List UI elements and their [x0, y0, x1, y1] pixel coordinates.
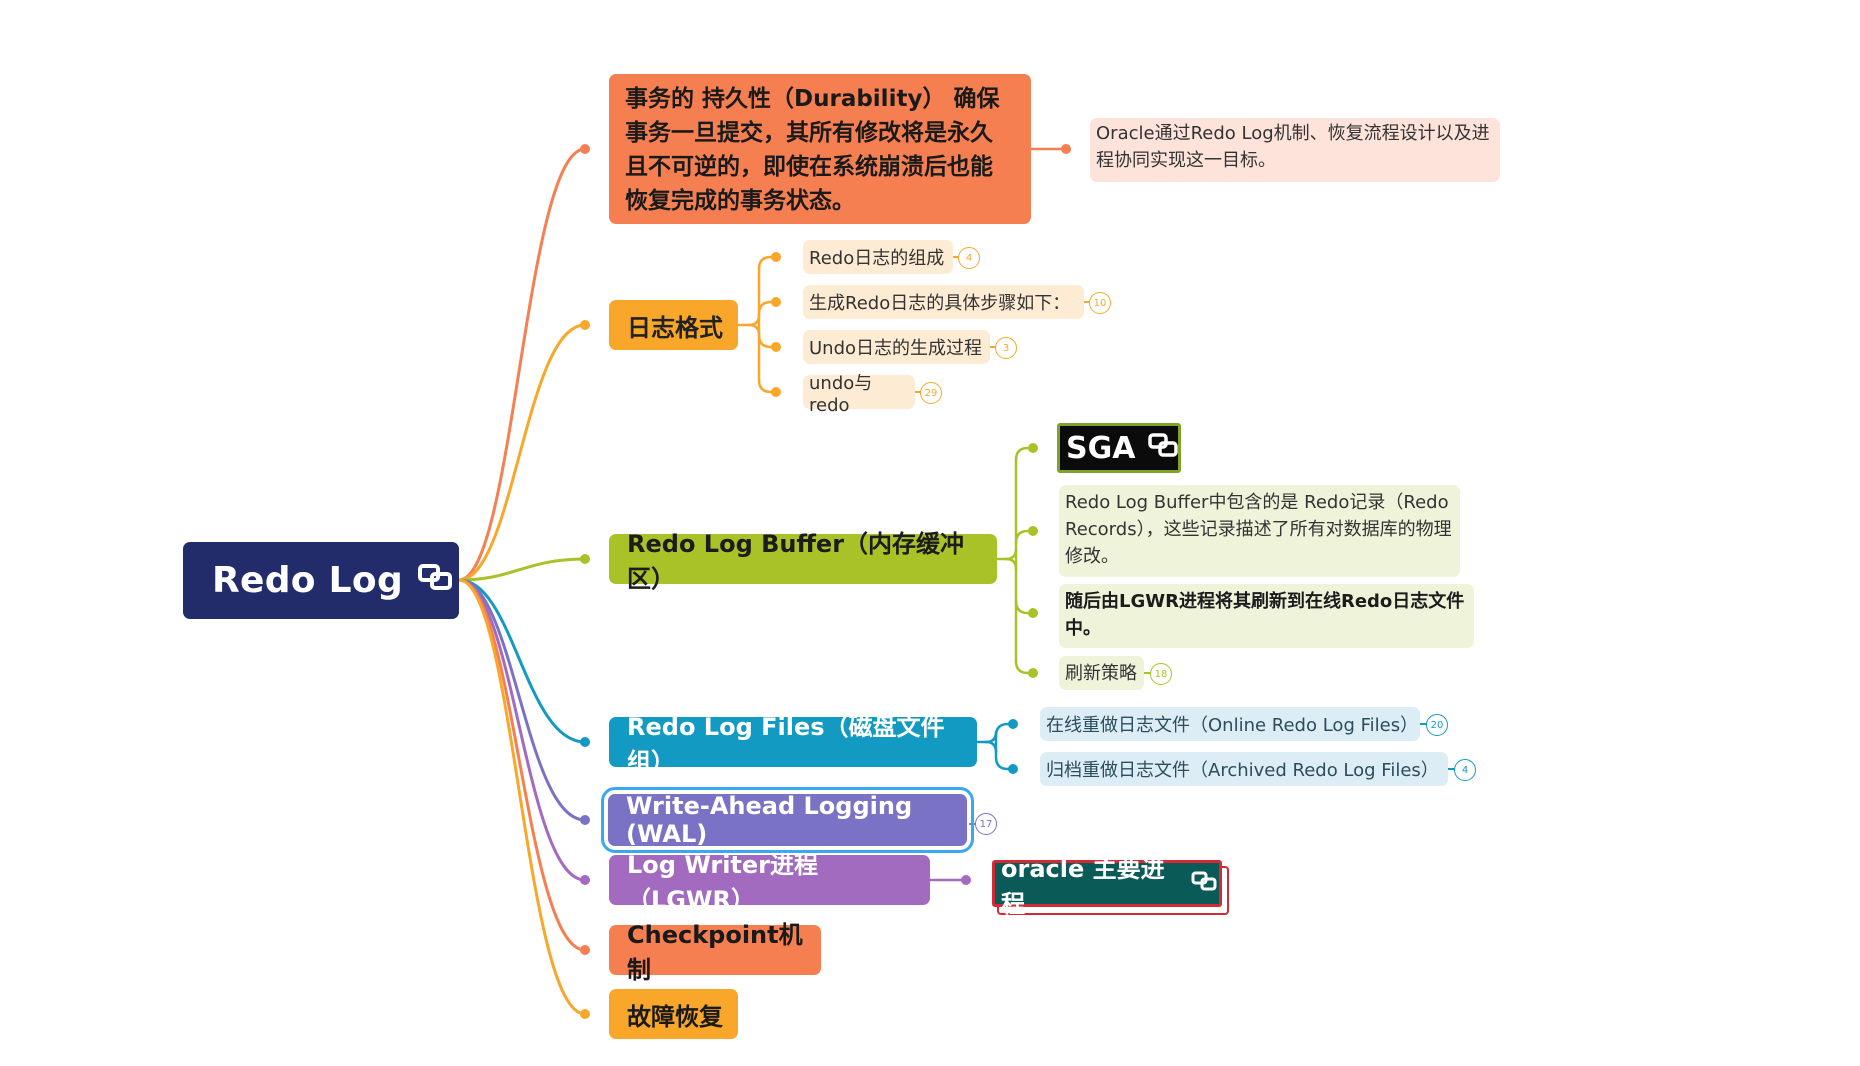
connector [994, 755, 1015, 771]
root-label: Redo Log [212, 560, 404, 601]
branch-checkpoint-label: Checkpoint机制 [627, 921, 803, 984]
connector-dot [771, 252, 781, 262]
connector-dot [580, 320, 590, 330]
branch-fault-recovery[interactable]: 故障恢复 [609, 989, 738, 1039]
link-icon[interactable] [1147, 431, 1181, 466]
connector-dot [580, 144, 590, 154]
connector [1014, 446, 1035, 462]
branch-log-format-label: 日志格式 [627, 313, 723, 342]
child-count-badge[interactable]: 18 [1150, 663, 1172, 685]
connector [1014, 599, 1035, 615]
root-branch-connector [457, 578, 587, 1016]
leaf-label: oracle 主要进程 [1001, 854, 1165, 918]
link-icon[interactable] [1191, 870, 1219, 898]
connector [747, 323, 761, 337]
branch-redo-log-files-label: Redo Log Files（磁盘文件组） [627, 713, 945, 776]
branch-redo-log-files[interactable]: Redo Log Files（磁盘文件组） [609, 713, 977, 776]
branch-durability[interactable]: 事务的 持久性（Durability） 确保事务一旦提交，其所有修改将是永久且不… [609, 74, 1031, 224]
connector-dot [580, 875, 590, 885]
child-count-badge[interactable]: 20 [1426, 714, 1448, 736]
connector-dot [580, 554, 590, 564]
child-count-badge[interactable]: 4 [958, 247, 980, 269]
branch-redo-log-buffer[interactable]: Redo Log Buffer（内存缓冲区） [609, 530, 997, 593]
connector-dot [580, 945, 590, 955]
branch-checkpoint[interactable]: Checkpoint机制 [609, 921, 821, 984]
connector [757, 255, 778, 271]
leaf-label: 在线重做日志文件（Online Redo Log Files） [1046, 715, 1419, 736]
connector [757, 300, 778, 316]
connector-dot [771, 387, 781, 397]
branch-recovery-label: 故障恢复 [627, 1002, 723, 1031]
connector-dot [1008, 764, 1018, 774]
branch-redo-log-buffer-label: Redo Log Buffer（内存缓冲区） [627, 530, 965, 593]
root-branch-connector [457, 578, 587, 952]
leaf-lgwr-flush[interactable]: 随后由LGWR进程将其刷新到在线Redo日志文件中。 [1059, 584, 1474, 648]
leaf-undo-generation[interactable]: Undo日志的生成过程 [803, 330, 990, 364]
child-count-badge[interactable]: 17 [975, 813, 997, 835]
connector-dot [580, 1009, 590, 1019]
connector-dot [1028, 668, 1038, 678]
connector-dot [1028, 526, 1038, 536]
connector [757, 333, 778, 349]
leaf-sga[interactable]: SGA [1057, 423, 1181, 473]
leaf-archived-redo-log-files[interactable]: 归档重做日志文件（Archived Redo Log Files） [1040, 752, 1448, 786]
child-count-badge[interactable]: 29 [920, 382, 942, 404]
leaf-oracle-redo-note[interactable]: Oracle通过Redo Log机制、恢复流程设计以及进程协同实现这一目标。 [1090, 118, 1500, 182]
root-branch-connector [457, 147, 587, 582]
leaf-label: 归档重做日志文件（Archived Redo Log Files） [1046, 760, 1439, 781]
root-branch-connector [457, 578, 587, 744]
connector [1014, 659, 1035, 675]
child-count-badge[interactable]: 4 [1454, 759, 1476, 781]
connector-dot [1008, 719, 1018, 729]
connector [1014, 529, 1035, 545]
leaf-online-redo-log-files[interactable]: 在线重做日志文件（Online Redo Log Files） [1040, 707, 1420, 741]
leaf-redo-records-desc[interactable]: Redo Log Buffer中包含的是 Redo记录（Redo Records… [1059, 485, 1460, 577]
leaf-label: Redo Log Buffer中包含的是 Redo记录（Redo Records… [1065, 492, 1452, 567]
leaf-label: Oracle通过Redo Log机制、恢复流程设计以及进程协同实现这一目标。 [1096, 123, 1490, 171]
root-branch-connector [457, 323, 587, 582]
root-branch-connector [457, 557, 587, 582]
leaf-flush-strategy[interactable]: 刷新策略 [1059, 656, 1144, 690]
link-icon[interactable] [417, 560, 455, 601]
leaf-undo-and-redo[interactable]: undo与redo [803, 373, 915, 416]
leaf-label: 随后由LGWR进程将其刷新到在线Redo日志文件中。 [1065, 591, 1465, 639]
connector [1004, 557, 1018, 571]
leaf-label: 刷新策略 [1065, 662, 1137, 684]
child-count-badge[interactable]: 10 [1089, 292, 1111, 314]
connector-dot [771, 342, 781, 352]
branch-log-writer-lgwr[interactable]: Log Writer进程（LGWR） [609, 851, 930, 914]
child-count-badge[interactable]: 3 [995, 337, 1017, 359]
connector [1004, 547, 1018, 561]
connector-dot [1028, 608, 1038, 618]
root-topic-redo-log[interactable]: Redo Log [183, 542, 459, 619]
branch-wal-label: Write-Ahead Logging (WAL) [626, 792, 913, 848]
connector-dot [580, 737, 590, 747]
connector-dot [961, 875, 971, 885]
root-branch-connector [457, 578, 587, 822]
branch-durability-label: 事务的 持久性（Durability） 确保事务一旦提交，其所有修改将是永久且不… [625, 86, 1000, 214]
leaf-label: SGA [1066, 430, 1136, 466]
connector-dot [771, 297, 781, 307]
leaf-label: Redo日志的组成 [809, 248, 945, 269]
branch-lgwr-label: Log Writer进程（LGWR） [627, 851, 819, 914]
connector [984, 730, 998, 744]
leaf-oracle-main-processes[interactable]: oracle 主要进程 [992, 855, 1222, 918]
leaf-label: undo与redo [809, 372, 873, 416]
connector [757, 378, 778, 394]
root-branch-connector [457, 578, 587, 882]
connector [984, 740, 998, 754]
leaf-redo-generation-steps[interactable]: 生成Redo日志的具体步骤如下： [803, 285, 1084, 319]
leaf-label: Undo日志的生成过程 [809, 338, 983, 359]
branch-log-format[interactable]: 日志格式 [609, 300, 738, 350]
leaf-redo-composition[interactable]: Redo日志的组成 [803, 240, 953, 274]
connector-dot [1028, 443, 1038, 453]
branch-write-ahead-logging[interactable]: Write-Ahead Logging (WAL) [601, 787, 974, 853]
connector-dot [1061, 144, 1071, 154]
connector [747, 313, 761, 327]
connector-dot [580, 815, 590, 825]
leaf-label: 生成Redo日志的具体步骤如下： [809, 293, 1071, 314]
